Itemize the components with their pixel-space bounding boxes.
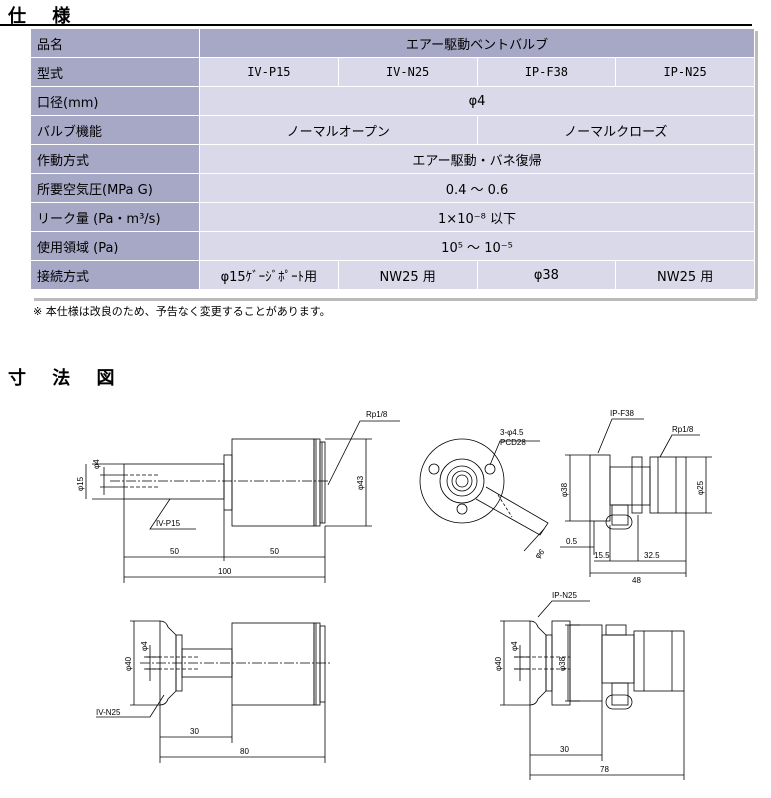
- label-iv-p15: IV-P15: [156, 519, 181, 528]
- spec-cell: φ15ｹﾞｰｼﾞﾎﾟｰﾄ用: [199, 260, 339, 290]
- dim-d15: φ15: [76, 476, 85, 491]
- label-hole: 3-φ4.5: [500, 428, 524, 437]
- spec-row-label: リーク量 (Pa・m³/s): [30, 202, 200, 232]
- dim-d43: φ43: [356, 475, 365, 490]
- spec-row: 使用領域 (Pa)10⁵ ～ 10⁻⁵: [30, 231, 755, 261]
- label-pcd: PCD28: [500, 438, 526, 447]
- label-ip-f38: IP-F38: [610, 409, 635, 418]
- spec-row-label: 口径(mm): [30, 86, 200, 116]
- label-ip-n25: IP-N25: [552, 591, 577, 600]
- dim-50-b: 50: [270, 547, 279, 556]
- spec-cell: IV-N25: [337, 57, 478, 87]
- spec-cell: ノーマルオープン: [199, 115, 478, 145]
- dimension-drawings: Rp1/8 IV-P15 φ4 φ15 φ43 50 50 100 3-φ4.5…: [76, 409, 712, 780]
- dim-d6: φ6: [533, 547, 547, 561]
- dim-325: 32.5: [644, 551, 660, 560]
- spec-row-label: 型式: [30, 57, 200, 87]
- spec-row-label: 所要空気圧(MPa G): [30, 173, 200, 203]
- dim-78: 78: [600, 765, 609, 774]
- spec-row: 所要空気圧(MPa G)0.4 ～ 0.6: [30, 173, 755, 203]
- dim-d4-a: φ4: [92, 459, 101, 469]
- dim-48: 48: [632, 576, 641, 585]
- spec-cell: IP-F38: [476, 57, 617, 87]
- ip-n25-drawing: [500, 600, 685, 780]
- spec-cell: NW25 用: [337, 260, 478, 290]
- ip-f38-front-drawing: [419, 438, 549, 552]
- spec-row-label: 使用領域 (Pa): [30, 231, 200, 261]
- spec-row: リーク量 (Pa・m³/s)1×10⁻⁸ 以下: [30, 202, 755, 232]
- dim-100: 100: [218, 567, 232, 576]
- dim-05: 0.5: [566, 537, 578, 546]
- dimension-section-title: 寸 法 図: [8, 368, 125, 389]
- dim-d4-b: φ4: [140, 641, 149, 651]
- dim-d38-b: φ38: [558, 656, 567, 671]
- spec-cell: ノーマルクローズ: [476, 115, 755, 145]
- spec-cell: 0.4 ～ 0.6: [199, 173, 755, 203]
- dim-d4-c: φ4: [510, 641, 519, 651]
- label-rp-1: Rp1/8: [366, 410, 388, 419]
- spec-cell: 1×10⁻⁸ 以下: [199, 202, 755, 232]
- iv-n25-drawing: [96, 620, 330, 763]
- label-iv-n25: IV-N25: [96, 708, 121, 717]
- spec-cell: φ38: [476, 260, 617, 290]
- spec-row: バルブ機能ノーマルオープンノーマルクローズ: [30, 115, 755, 145]
- table-shadow-right: [755, 31, 758, 299]
- spec-cell: 10⁵ ～ 10⁻⁵: [199, 231, 755, 261]
- dim-d38-a: φ38: [560, 482, 569, 497]
- spec-row: 作動方式エアー駆動・バネ復帰: [30, 144, 755, 174]
- dim-d25: φ25: [696, 480, 705, 495]
- spec-cell: IV-P15: [199, 57, 339, 87]
- spec-row: 品名エアー駆動ベントバルブ: [30, 28, 755, 58]
- spec-row: 口径(mm)φ4: [30, 86, 755, 116]
- spec-title-rule: [0, 24, 752, 26]
- spec-row-label: 作動方式: [30, 144, 200, 174]
- iv-p15-drawing: [85, 420, 400, 583]
- spec-cell: IP-N25: [615, 57, 755, 87]
- spec-note: ※ 本仕様は改良のため、予告なく変更することがあります。: [33, 305, 331, 318]
- spec-row-label: バルブ機能: [30, 115, 200, 145]
- ip-f38-side-drawing: [560, 418, 712, 577]
- spec-row-label: 接続方式: [30, 260, 200, 290]
- dim-30-a: 30: [190, 727, 199, 736]
- table-shadow: [34, 298, 757, 301]
- dim-d40-b: φ40: [494, 656, 503, 671]
- spec-cell: φ4: [199, 86, 755, 116]
- dim-30-b: 30: [560, 745, 569, 754]
- dim-155: 15.5: [594, 551, 610, 560]
- dim-d40-a: φ40: [124, 656, 133, 671]
- label-rp-2: Rp1/8: [672, 425, 694, 434]
- spec-row-label: 品名: [30, 28, 200, 58]
- spec-cell: NW25 用: [615, 260, 755, 290]
- spec-section-title: 仕 様: [8, 6, 81, 27]
- dim-50-a: 50: [170, 547, 179, 556]
- spec-cell: エアー駆動ベントバルブ: [199, 28, 755, 58]
- dim-80: 80: [240, 747, 249, 756]
- spec-cell: エアー駆動・バネ復帰: [199, 144, 755, 174]
